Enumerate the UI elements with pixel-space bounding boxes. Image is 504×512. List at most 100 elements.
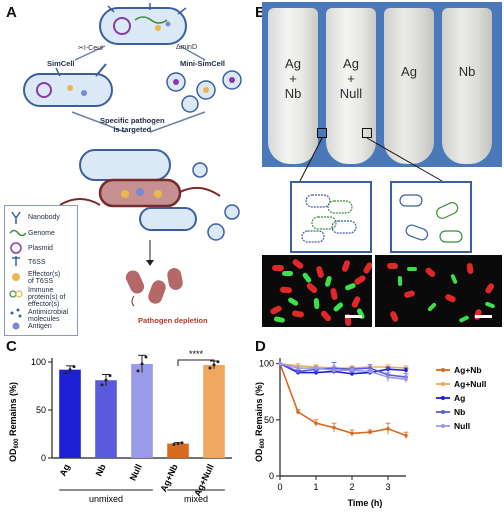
legend-marker xyxy=(441,396,445,400)
legend-label: Ag+Null xyxy=(454,379,486,389)
green-cell xyxy=(333,302,344,312)
bar-category-label: Ag xyxy=(58,463,72,478)
panel-label-c: C xyxy=(6,338,17,355)
green-cell xyxy=(273,316,285,323)
green-cell xyxy=(313,298,320,310)
series-line xyxy=(279,362,407,375)
tube-ag: Ag xyxy=(384,8,434,164)
data-point xyxy=(108,374,112,378)
data-point xyxy=(68,368,72,372)
simcell-label: SimCell xyxy=(47,59,75,68)
data-point xyxy=(100,383,104,387)
scale-bar-1 xyxy=(345,315,362,318)
series-point xyxy=(404,433,408,438)
legend-label: Nb xyxy=(454,407,465,417)
data-point xyxy=(216,360,220,364)
bar xyxy=(59,369,81,458)
bar xyxy=(95,380,117,458)
data-point xyxy=(208,366,212,370)
bar-category-label: Ag+Nb xyxy=(158,462,180,493)
group-label: unmixed xyxy=(89,494,123,504)
red-cell xyxy=(363,262,372,274)
data-point xyxy=(144,355,148,359)
line-ytick-label: 100 xyxy=(259,359,274,369)
bar xyxy=(131,363,153,458)
green-cell xyxy=(459,315,469,323)
tube-label-nb: Nb xyxy=(458,64,476,79)
line-xtick-label: 2 xyxy=(349,482,354,492)
panel-a-schematic xyxy=(9,3,242,330)
zoom-marker-1 xyxy=(317,128,327,138)
series-point xyxy=(404,377,408,382)
red-cell xyxy=(351,296,361,308)
significance-bracket xyxy=(177,359,215,366)
series-point xyxy=(368,369,372,374)
tube-label-ag-null: Ag + Null xyxy=(339,56,363,101)
bar xyxy=(203,364,225,458)
legend-label: Ag+Nb xyxy=(454,365,482,375)
red-cell xyxy=(270,305,282,315)
micrograph-aggregated xyxy=(262,255,372,327)
series-point xyxy=(296,366,300,370)
red-cell xyxy=(280,286,292,294)
scale-bar-2 xyxy=(475,315,492,318)
series-point xyxy=(296,369,300,374)
mini-simcell-label: Mini-SimCell xyxy=(180,59,226,68)
line-ytick-label: 0 xyxy=(269,471,274,481)
series-point xyxy=(278,361,282,366)
series-point xyxy=(386,427,390,431)
series-point xyxy=(296,410,300,414)
red-cell xyxy=(330,288,338,300)
legend-label: Null xyxy=(454,421,470,431)
tube-photo: Ag + Nb Ag + Null Ag Nb xyxy=(262,2,502,167)
legend-marker xyxy=(441,382,445,386)
red-cell xyxy=(390,311,399,322)
red-cell xyxy=(485,283,495,294)
red-cell xyxy=(445,294,456,303)
zoom-inset-dispersed xyxy=(390,181,472,253)
data-point xyxy=(140,362,144,366)
tube-label-ag: Ag xyxy=(401,64,417,79)
enzyme-left-label: ✂I-CeuI xyxy=(78,44,103,52)
legend-icons xyxy=(9,211,27,330)
parent-bacterium-illustration xyxy=(99,3,187,45)
series-line xyxy=(279,362,407,378)
zoom-inset-aggregated xyxy=(290,181,372,253)
data-point xyxy=(172,442,176,446)
line-chart-xlabel: Time (h) xyxy=(348,498,383,508)
bar-ytick-label: 0 xyxy=(41,453,46,463)
tube-ag-nb: Ag + Nb xyxy=(268,8,318,164)
line-ytick-label: 50 xyxy=(264,415,274,425)
group-label: mixed xyxy=(184,494,208,504)
line-chart-ylabel: OD600 Remains (%) xyxy=(254,382,266,462)
series-line xyxy=(279,363,407,437)
series-point xyxy=(368,430,372,434)
bar-ytick-label: 50 xyxy=(36,405,46,415)
line-xtick-label: 3 xyxy=(385,482,390,492)
series-point xyxy=(332,425,336,430)
legend-marker xyxy=(441,410,445,414)
aggregated-cells-sketch xyxy=(301,194,357,243)
panel-label-b: B xyxy=(255,4,266,21)
data-point xyxy=(72,365,76,369)
legend-genome: Genome xyxy=(28,230,55,237)
data-point xyxy=(176,442,180,446)
green-cell xyxy=(407,267,417,271)
significance-label: **** xyxy=(189,349,204,359)
data-point xyxy=(136,369,140,373)
red-cell xyxy=(320,310,332,322)
enzyme-right-label: ΔminD xyxy=(176,44,198,51)
legend-marker xyxy=(441,368,445,372)
red-cell xyxy=(292,310,304,318)
micrograph-dispersed xyxy=(375,255,502,327)
dispersed-cells-sketch xyxy=(399,194,463,243)
data-point xyxy=(180,441,184,445)
red-cell xyxy=(387,263,398,269)
green-cell xyxy=(282,271,293,276)
zoom-connectors xyxy=(299,137,443,182)
data-point xyxy=(64,371,68,375)
pathogen-targeting-illustration xyxy=(59,149,240,241)
simcell-illustration xyxy=(23,63,113,107)
legend-t6ss: T6SS xyxy=(28,259,46,266)
